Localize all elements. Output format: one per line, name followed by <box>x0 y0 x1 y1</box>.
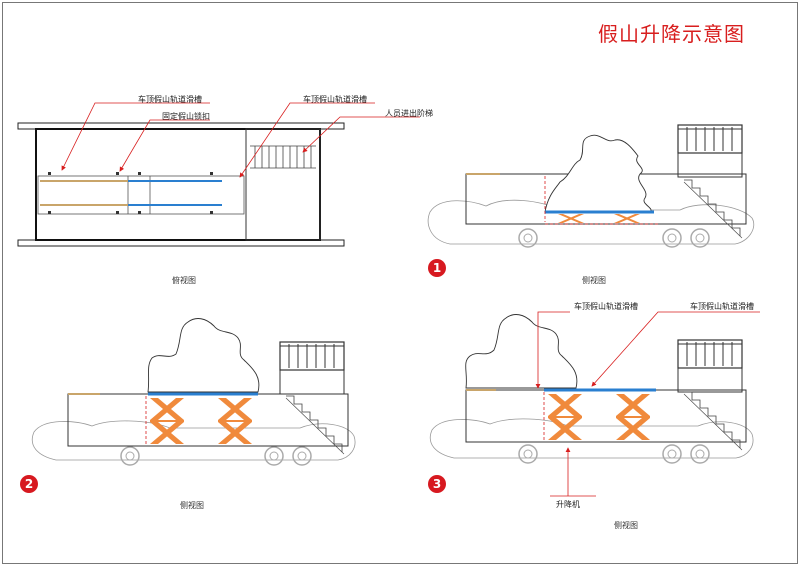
label-roof-slot-a: 车顶假山轨道滑槽 <box>574 302 638 311</box>
label-lift: 升降机 <box>556 500 580 509</box>
side-view-3 <box>429 311 760 497</box>
side-view-2 <box>31 318 356 466</box>
label-roof-slot-b: 车顶假山轨道滑槽 <box>690 302 754 311</box>
badge-2: 2 <box>20 475 38 493</box>
caption-side-view-2: 侧视图 <box>180 501 204 510</box>
badge-1: 1 <box>428 259 446 277</box>
label-roof-slot-left: 车顶假山轨道滑槽 <box>138 95 202 104</box>
caption-side-view-1: 侧视图 <box>582 276 606 285</box>
label-roof-slot-right: 车顶假山轨道滑槽 <box>303 95 367 104</box>
label-stairs: 人员进出阶梯 <box>385 109 433 118</box>
page-title: 假山升降示意图 <box>598 22 745 46</box>
side-view-1 <box>427 124 755 248</box>
top-view <box>17 102 420 247</box>
label-lock: 固定假山锁扣 <box>162 112 210 121</box>
caption-side-view-3: 侧视图 <box>614 521 638 530</box>
caption-top-view: 俯视图 <box>172 276 196 285</box>
badge-3: 3 <box>428 475 446 493</box>
